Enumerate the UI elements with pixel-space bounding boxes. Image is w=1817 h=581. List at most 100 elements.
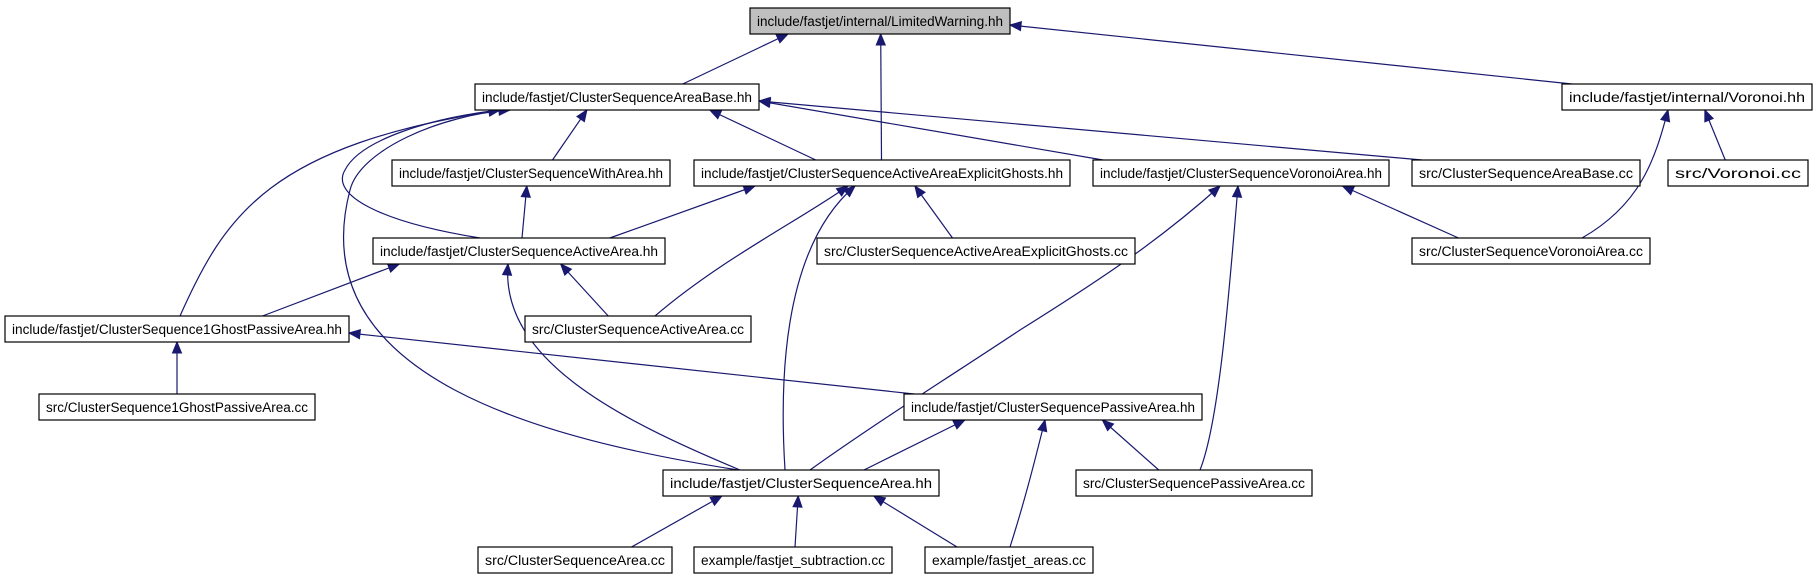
edge-cs-passive-area-to-cs-1ghost-passive-area xyxy=(347,329,915,395)
node-cs-active-area-explicit-ghosts[interactable]: include/fastjet/ClusterSequenceActiveAre… xyxy=(693,159,1071,187)
edge-line xyxy=(1009,24,1573,85)
edge-ex-fastjet-subtraction-to-cs-area xyxy=(792,494,803,548)
edge-arrowhead xyxy=(708,109,723,120)
edge-arrowhead xyxy=(1341,185,1356,196)
edge-cs-voronoi-area-to-cs-area-base xyxy=(757,97,1104,161)
edge-cs-with-area-to-cs-area-base xyxy=(552,108,588,161)
node-box xyxy=(924,546,1094,574)
node-src-cs-area-base[interactable]: src/ClusterSequenceAreaBase.cc xyxy=(1411,159,1641,187)
node-label: src/ClusterSequenceActiveAreaExplicitGho… xyxy=(824,244,1128,259)
edge-arrowhead xyxy=(914,184,926,199)
edge-arrowhead xyxy=(576,108,588,123)
edge-line xyxy=(560,263,609,317)
edge-arrowhead xyxy=(775,33,790,44)
edge-arrowhead xyxy=(1660,108,1671,123)
node-src-cs-area[interactable]: src/ClusterSequenceArea.cc xyxy=(477,546,673,574)
edge-cs-active-area-explicit-ghosts-to-cs-area-base xyxy=(708,109,817,161)
edge-arrowhead xyxy=(792,494,803,508)
node-box xyxy=(474,83,760,111)
node-box xyxy=(524,315,752,343)
node-box xyxy=(477,546,673,574)
edge-src-cs-passive-area-to-cs-passive-area xyxy=(1101,419,1160,471)
edge-arrowhead xyxy=(842,185,857,198)
edge-src-voronoi-to-voronoi-hh xyxy=(1704,108,1726,161)
edge-path xyxy=(782,185,856,471)
edge-src-cs-active-area-to-cs-active-area xyxy=(559,263,609,317)
edge-cs-area-to-cs-active-area xyxy=(501,262,741,471)
edge-line xyxy=(758,100,1104,161)
edge-path xyxy=(654,185,849,317)
node-cs-active-area[interactable]: include/fastjet/ClusterSequenceActiveAre… xyxy=(372,237,666,265)
node-src-cs-active-area-explicit-ghosts[interactable]: src/ClusterSequenceActiveAreaExplicitGho… xyxy=(816,237,1136,265)
edge-arrowhead xyxy=(386,263,401,273)
node-label: include/fastjet/internal/LimitedWarning.… xyxy=(757,14,1003,29)
node-label: src/ClusterSequenceVoronoiArea.cc xyxy=(1419,244,1643,259)
node-src-cs-active-area[interactable]: src/ClusterSequenceActiveArea.cc xyxy=(524,315,752,343)
node-label: include/fastjet/ClusterSequenceArea.hh xyxy=(670,476,932,491)
node-voronoi-hh[interactable]: include/fastjet/internal/Voronoi.hh xyxy=(1561,83,1813,111)
edge-voronoi-hh-to-limited-warning xyxy=(1008,20,1573,85)
node-box xyxy=(693,546,893,574)
node-cs-1ghost-passive-area[interactable]: include/fastjet/ClusterSequence1GhostPas… xyxy=(4,315,350,343)
edge-ex-fastjet-areas-to-cs-passive-area xyxy=(1009,418,1048,548)
node-src-cs-passive-area[interactable]: src/ClusterSequencePassiveArea.cc xyxy=(1075,469,1313,497)
node-cs-area-base[interactable]: include/fastjet/ClusterSequenceAreaBase.… xyxy=(474,83,760,111)
edge-src-cs-area-base-to-cs-area-base xyxy=(757,96,1423,161)
node-box xyxy=(816,237,1136,265)
edge-path xyxy=(1581,109,1669,239)
edge-line xyxy=(262,263,400,317)
edge-arrowhead xyxy=(347,329,361,340)
edge-path xyxy=(507,263,741,471)
node-box xyxy=(1561,83,1813,111)
edge-arrowhead xyxy=(559,263,573,277)
edge-arrowhead xyxy=(1231,184,1243,198)
node-cs-area[interactable]: include/fastjet/ClusterSequenceArea.hh xyxy=(662,469,940,497)
edge-src-cs-area-to-cs-area xyxy=(631,495,724,548)
edge-line xyxy=(873,495,958,548)
node-box xyxy=(693,159,1071,187)
node-box xyxy=(4,315,350,343)
edge-path xyxy=(1199,185,1239,471)
edge-path xyxy=(179,109,501,317)
node-label: src/Voronoi.cc xyxy=(1675,166,1801,181)
node-cs-passive-area[interactable]: include/fastjet/ClusterSequencePassiveAr… xyxy=(903,393,1203,421)
edge-path xyxy=(809,185,1221,471)
node-limited-warning[interactable]: include/fastjet/internal/LimitedWarning.… xyxy=(749,7,1011,35)
node-box xyxy=(1667,159,1809,187)
edge-cs-area-to-cs-voronoi-area xyxy=(809,185,1221,471)
edge-arrowhead xyxy=(952,419,966,430)
edge-arrowhead xyxy=(872,495,887,507)
node-label: src/ClusterSequencePassiveArea.cc xyxy=(1083,476,1305,491)
node-box xyxy=(749,7,1011,35)
edge-line xyxy=(863,419,966,471)
edge-line xyxy=(758,100,1423,161)
edge-cs-area-to-cs-passive-area xyxy=(863,419,966,471)
edge-arrowhead xyxy=(171,340,183,354)
node-label: include/fastjet/ClusterSequencePassiveAr… xyxy=(911,400,1195,415)
edge-arrowhead xyxy=(1101,419,1115,432)
node-box xyxy=(903,393,1203,421)
edge-arrowhead xyxy=(709,495,724,507)
edge-line xyxy=(609,185,756,239)
node-ex-fastjet-areas[interactable]: example/fastjet_areas.cc xyxy=(924,546,1094,574)
node-src-voronoi[interactable]: src/Voronoi.cc xyxy=(1667,159,1809,187)
edge-path xyxy=(1009,419,1046,548)
node-cs-voronoi-area[interactable]: include/fastjet/ClusterSequenceVoronoiAr… xyxy=(1092,159,1390,187)
node-src-cs-voronoi-area[interactable]: src/ClusterSequenceVoronoiArea.cc xyxy=(1411,237,1651,265)
node-label: example/fastjet_areas.cc xyxy=(932,553,1086,568)
node-src-cs-1ghost-passive-area[interactable]: src/ClusterSequence1GhostPassiveArea.cc xyxy=(38,393,316,421)
edge-cs-active-area-to-cs-with-area xyxy=(520,184,531,239)
graph-nodes: include/fastjet/internal/LimitedWarning.… xyxy=(4,7,1813,574)
edge-arrowhead xyxy=(742,184,757,195)
edge-arrowhead xyxy=(875,32,887,46)
node-cs-with-area[interactable]: include/fastjet/ClusterSequenceWithArea.… xyxy=(391,159,671,187)
edge-ex-fastjet-areas-to-cs-area xyxy=(872,495,958,548)
node-ex-fastjet-subtraction[interactable]: example/fastjet_subtraction.cc xyxy=(693,546,893,574)
edge-arrowhead xyxy=(520,184,531,198)
node-label: include/fastjet/ClusterSequenceWithArea.… xyxy=(399,166,663,181)
edge-cs-1ghost-passive-area-to-cs-active-area xyxy=(262,263,401,317)
edge-cs-1ghost-passive-area-to-cs-area-base xyxy=(179,106,502,317)
node-label: include/fastjet/ClusterSequence1GhostPas… xyxy=(12,322,342,337)
edge-src-cs-passive-area-to-cs-voronoi-area xyxy=(1199,184,1243,471)
edge-arrowhead xyxy=(1704,108,1715,123)
